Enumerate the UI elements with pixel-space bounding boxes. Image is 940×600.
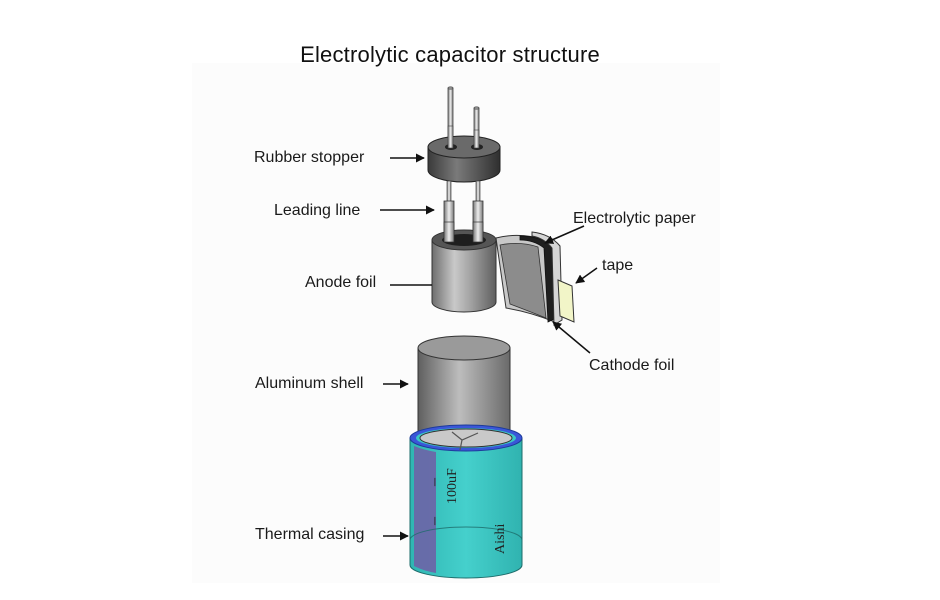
brand-print: Aishi xyxy=(493,524,508,554)
foil-layers xyxy=(495,231,575,326)
tape-strip xyxy=(557,279,575,323)
rubber-stopper xyxy=(427,86,501,183)
label-tape: tape xyxy=(602,257,634,274)
arrow-cathode-foil xyxy=(552,321,591,354)
label-anode-foil: Anode foil xyxy=(305,274,377,291)
label-rubber-stopper: Rubber stopper xyxy=(254,149,365,166)
polarity-stripe xyxy=(414,446,436,573)
label-cathode-foil: Cathode foil xyxy=(589,357,675,374)
arrow-electrolytic-paper xyxy=(544,225,585,244)
label-leading-line: Leading line xyxy=(274,202,361,219)
label-aluminum-shell: Aluminum shell xyxy=(255,375,364,392)
polarity-mark-1: – xyxy=(427,477,444,487)
anode-foil-roll xyxy=(431,221,497,313)
arrow-tape xyxy=(575,267,598,284)
vent-mark xyxy=(451,431,479,451)
thermal-casing: – – 100uF Aishi xyxy=(409,424,523,579)
label-electrolytic-paper: Electrolytic paper xyxy=(573,210,696,227)
capacitance-print: 100uF xyxy=(445,468,460,504)
diagram-title: Electrolytic capacitor structure xyxy=(0,42,900,68)
label-thermal-casing: Thermal casing xyxy=(255,526,365,543)
polarity-mark-2: – xyxy=(427,516,444,526)
title-text: Electrolytic capacitor structure xyxy=(300,42,600,67)
